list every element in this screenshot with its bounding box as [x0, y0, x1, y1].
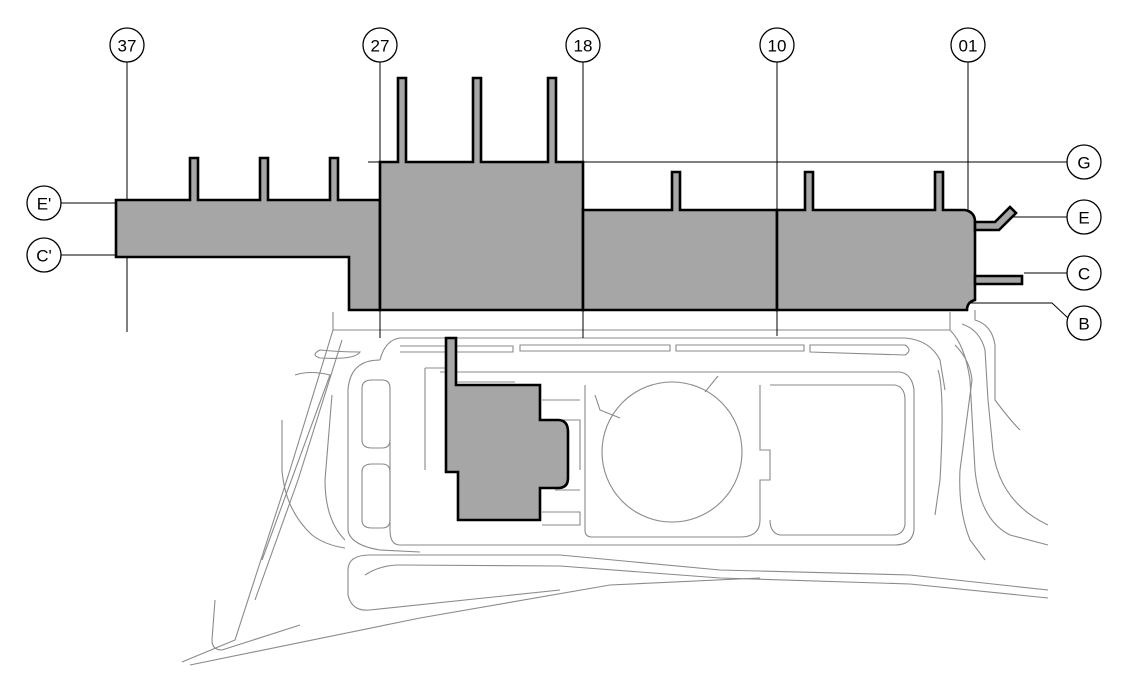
column-bubble-01: 01 — [950, 27, 986, 63]
east-block — [769, 384, 906, 536]
garage-diagonal — [594, 394, 621, 419]
row-label-E: E — [1078, 209, 1089, 228]
column-bubble-10: 10 — [759, 27, 795, 63]
row-label-B: B — [1078, 315, 1089, 334]
curb-strip-4 — [809, 344, 910, 356]
column-bubble-27: 27 — [362, 27, 398, 63]
west-ramp-5 — [281, 420, 346, 549]
curb-strip-3 — [675, 344, 805, 352]
frontage-road-outer — [400, 337, 946, 391]
west-loop — [347, 359, 421, 553]
west-pod-lower — [361, 463, 391, 529]
row-label-E-prime: E' — [37, 195, 52, 214]
row-bubble-B: B — [1066, 305, 1102, 341]
west-ramp-6 — [324, 394, 346, 541]
row-label-G: G — [1077, 154, 1090, 173]
east-ramp-5 — [934, 369, 943, 516]
column-grid-bubbles: 37 27 18 10 01 — [109, 27, 986, 63]
row-bubble-E-prime: E' — [26, 185, 62, 221]
apron-edge — [332, 312, 951, 331]
column-bubble-18: 18 — [565, 27, 601, 63]
east-ramp-4 — [954, 344, 986, 561]
column-label-37: 37 — [118, 37, 137, 56]
west-ramp-7 — [211, 599, 301, 651]
inner-loop — [389, 368, 915, 546]
roundabout-spur — [704, 375, 719, 393]
east-ramp-2 — [961, 323, 1049, 526]
terminal-buildings — [114, 76, 1024, 522]
row-grid-bubbles: E' C' G E C B — [26, 144, 1102, 341]
south-loop — [347, 570, 561, 611]
row-bubble-C: C — [1066, 255, 1102, 291]
west-pod-upper — [361, 379, 391, 449]
west-ramp-3 — [314, 349, 361, 359]
west-ramp-4 — [261, 371, 331, 561]
row-bubble-G: G — [1066, 144, 1102, 180]
column-label-27: 27 — [371, 37, 390, 56]
road-network — [181, 310, 1049, 666]
east-concourse-west-section — [581, 170, 779, 312]
row-label-C: C — [1078, 265, 1090, 284]
east-spur-upper — [973, 205, 1018, 232]
central-hub — [378, 76, 585, 312]
column-bubble-37: 37 — [109, 27, 145, 63]
curb-strip-2 — [519, 344, 671, 352]
south-exit — [189, 577, 761, 666]
east-ramp-3 — [974, 310, 1021, 431]
west-ramp-2 — [254, 339, 343, 601]
east-ramp-1 — [949, 329, 1049, 546]
column-label-10: 10 — [768, 37, 787, 56]
row-bubble-C-prime: C' — [26, 237, 62, 273]
west-ramp-1 — [181, 329, 334, 663]
row-bubble-E: E — [1066, 199, 1102, 235]
column-label-18: 18 — [574, 37, 593, 56]
center-block — [584, 385, 771, 538]
west-concourse — [114, 156, 382, 312]
east-concourse-east-section — [775, 170, 977, 312]
central-roundabout — [601, 381, 743, 523]
column-label-01: 01 — [959, 37, 978, 56]
south-connector-outer — [347, 554, 1049, 591]
east-spur-lower — [973, 274, 1024, 286]
parking-garage — [444, 336, 570, 522]
frontage-road-inner — [379, 337, 401, 361]
leader-B — [968, 302, 1069, 319]
row-label-C-prime: C' — [36, 247, 52, 266]
south-connector-inner — [364, 564, 1049, 599]
